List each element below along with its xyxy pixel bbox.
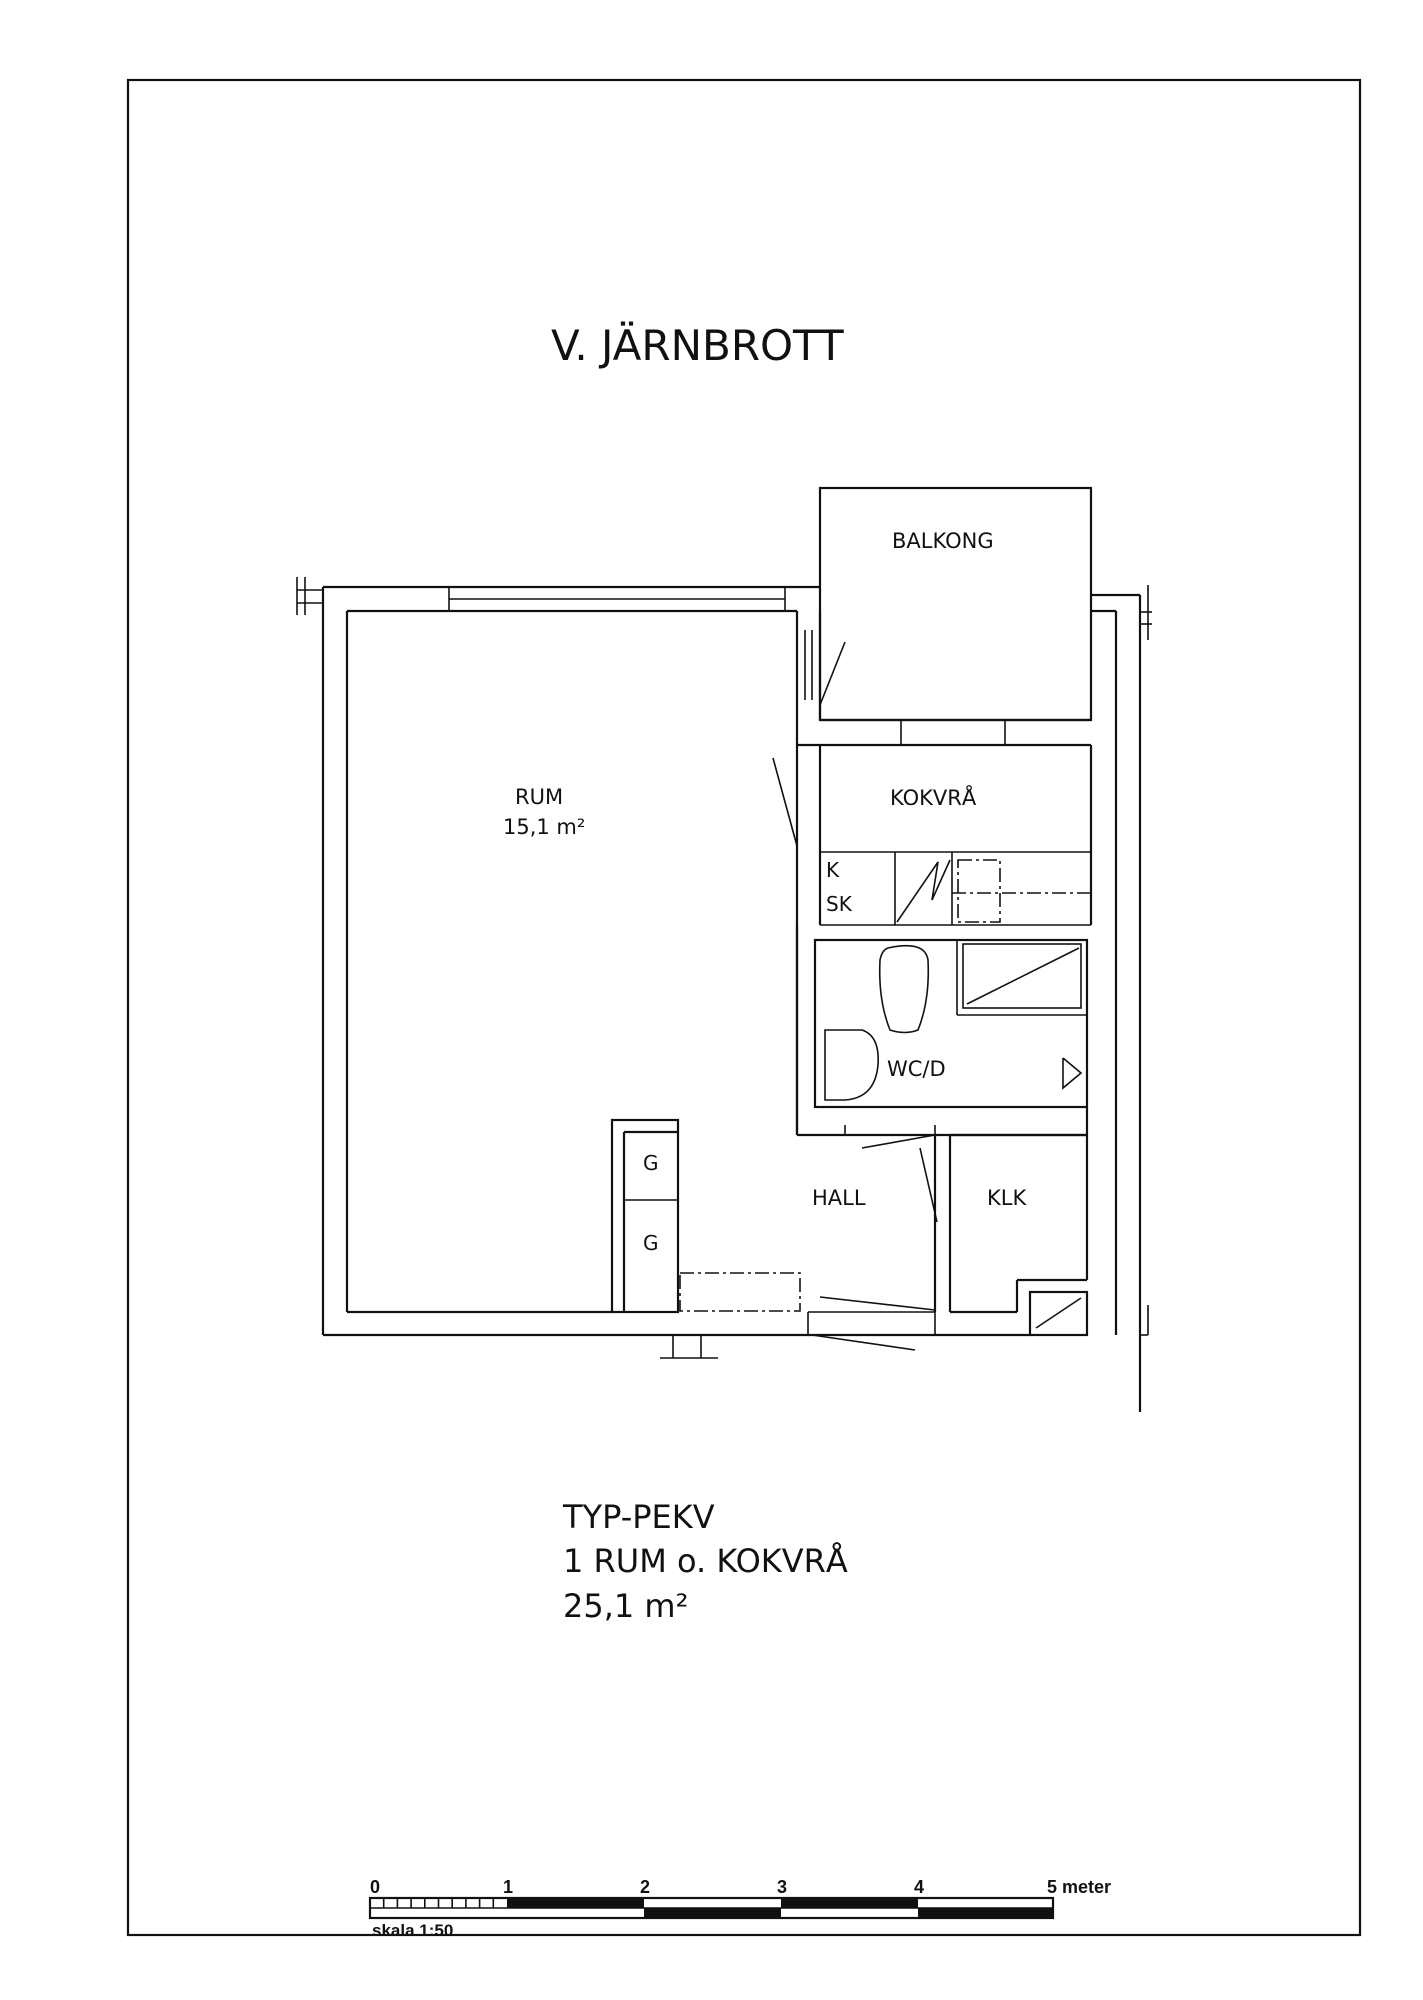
outer-walls [296,577,1152,1412]
klk-label: KLK [987,1186,1027,1210]
plan-title: V. JÄRNBROTT [551,320,844,370]
shower-drain-symbol [1062,1057,1083,1090]
scale-tick-0: 0 [370,1877,380,1897]
g-label-lower: G [643,1231,659,1255]
kitchen-walls [772,743,1093,926]
balcony-door [804,630,1091,747]
washbasin-symbol [878,944,930,1034]
summary-area: 25,1 m² [563,1587,688,1625]
scale-tick-4: 4 [914,1877,924,1897]
balkong-label: BALKONG [892,529,994,553]
scale-tick-5: 5 meter [1047,1877,1111,1897]
shaft-symbol [1028,1290,1089,1337]
toilet-symbol [824,1029,879,1101]
entrance-door [807,1296,1030,1351]
scale-tick-1: 1 [503,1877,513,1897]
rum-area-label: 15,1 m² [503,815,585,839]
k-label: K [826,858,840,882]
bathroom-door [844,1125,936,1149]
summary-rooms: 1 RUM o. KOKVRÅ [563,1542,848,1580]
closet-walls [919,1107,1089,1314]
wc-label: WC/D [887,1057,946,1081]
scale-tick-2: 2 [640,1877,650,1897]
kokvra-label: KOKVRÅ [890,784,977,810]
summary-type: TYP-PEKV [562,1498,715,1536]
scale-bar: 0 1 2 3 4 5 meter skala 1:50 [368,1877,1111,1940]
sk-label: SK [826,892,853,916]
stove-symbol [896,859,951,923]
wardrobe-units [610,1118,680,1314]
bathroom-walls [795,925,1089,1137]
scale-bar-fine-ticks [382,1898,495,1908]
sink-symbol [952,859,1091,923]
scale-caption: skala 1:50 [372,1921,453,1940]
hall-shelf [679,1272,801,1312]
sheet-border [126,78,1362,1937]
hall-label: HALL [812,1186,866,1210]
g-label-upper: G [643,1151,659,1175]
balcony-outline [818,486,1093,722]
scale-tick-3: 3 [777,1877,787,1897]
rum-label: RUM [515,785,563,809]
